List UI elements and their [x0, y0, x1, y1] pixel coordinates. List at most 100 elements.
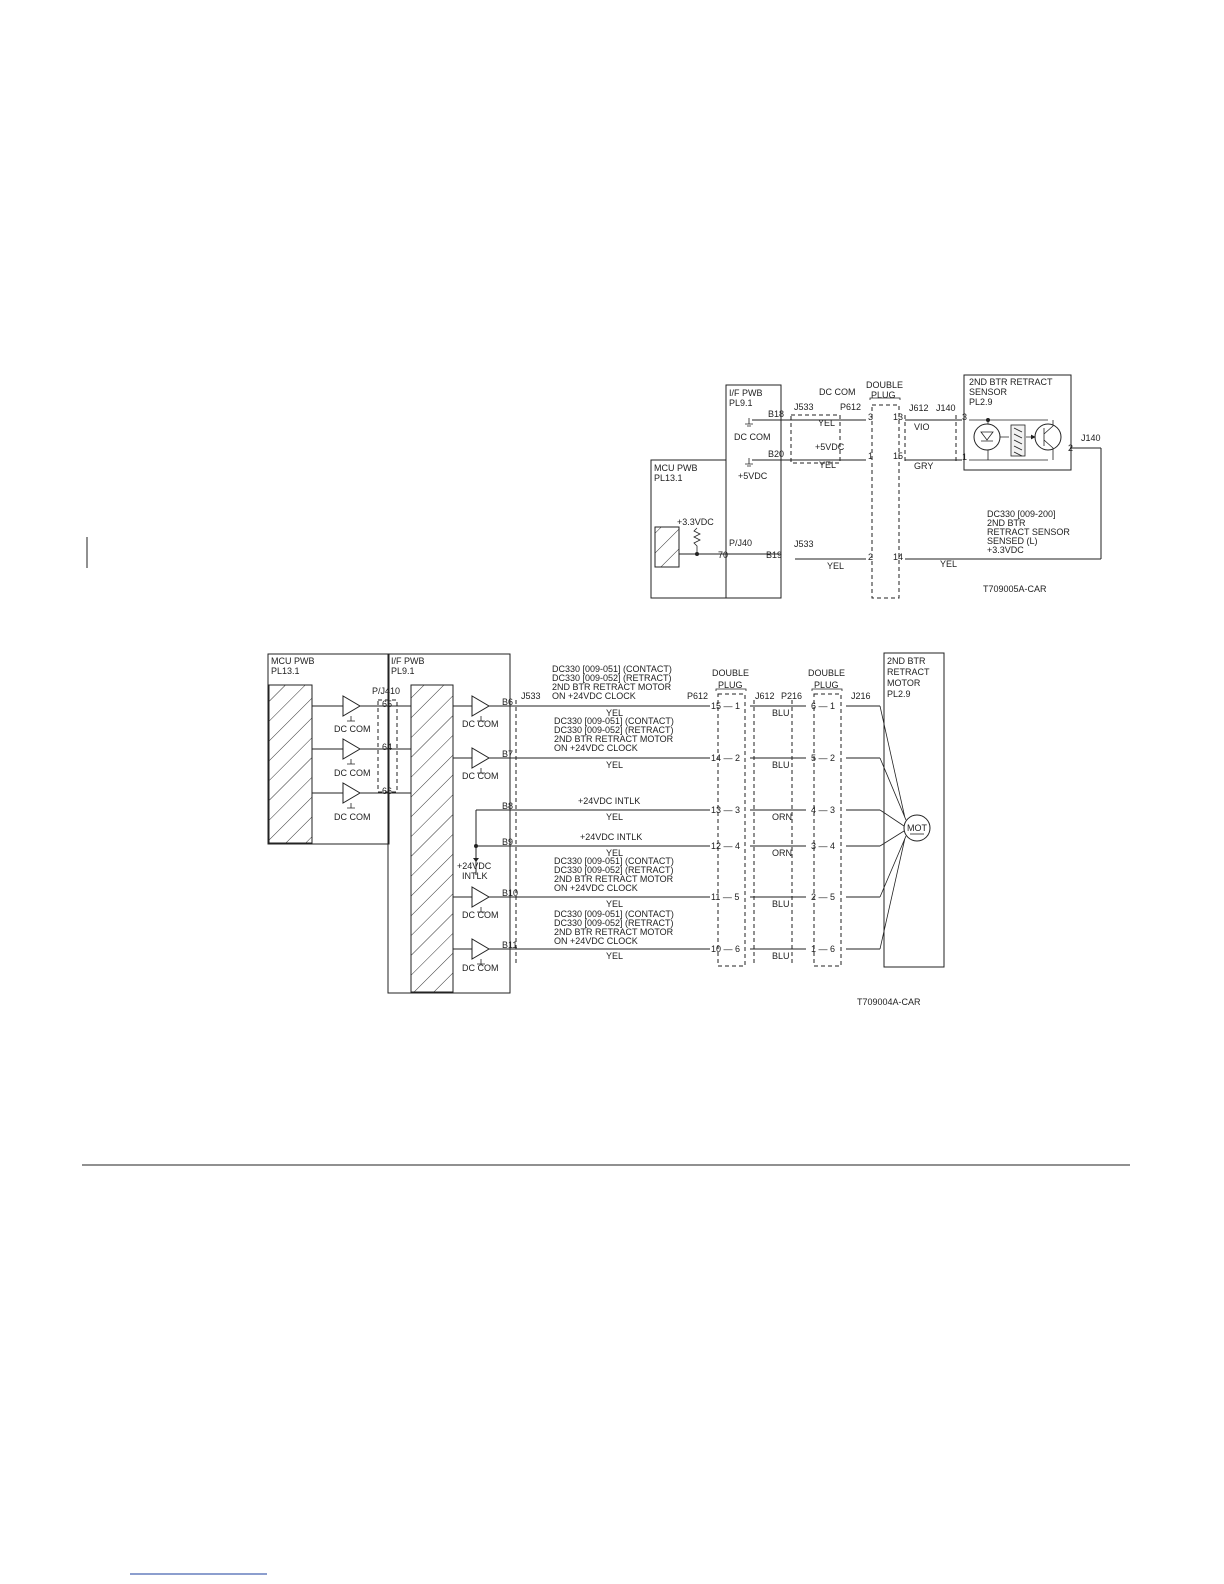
motor-symbol-label: MOT [907, 823, 927, 833]
motor-circuit-diagram: MCU PWB PL13.1 I/F PWB PL9.1 2ND BTR RET… [267, 652, 945, 1007]
wire-gry: GRY [914, 461, 933, 471]
pin-b18: B18 [768, 409, 784, 419]
signal-text: DC330 [009-051] (CONTACT) [554, 856, 674, 866]
signal-text: 2ND BTR RETRACT MOTOR [552, 682, 672, 692]
signal-block-b7: DC330 [009-051] (CONTACT) DC330 [009-052… [554, 716, 674, 753]
p612-pin: 15 — 1 [711, 701, 740, 711]
sensor-box [963, 374, 1072, 471]
if-pin-label: B11 [502, 940, 517, 950]
figure-id-2: T709004A-CAR [857, 997, 921, 1007]
if-driver-group [453, 695, 510, 965]
signal-text: ON +24VDC CLOCK [552, 691, 636, 701]
double-plug-label: DOUBLE [866, 380, 903, 390]
pj410-connector [377, 699, 398, 793]
j533-bottom-label: J533 [794, 539, 814, 549]
signal-text: 2ND BTR RETRACT MOTOR [554, 874, 674, 884]
plug-pin-right: 15 [893, 451, 903, 461]
signal-text: DC330 [009-051] (CONTACT) [554, 716, 674, 726]
p216-pin: 5 — 2 [811, 753, 835, 763]
wire-color-label: YEL [606, 812, 623, 822]
pin-b20: B20 [768, 449, 784, 459]
p216-pin: 6 — 1 [811, 701, 835, 711]
wire-color-label: YEL [606, 951, 623, 961]
plug-pin-left: 1 [868, 451, 873, 461]
wire-color-label: YEL [606, 760, 623, 770]
wire-color-label: ORN [772, 812, 792, 822]
dc-com-label: DC COM [334, 724, 371, 734]
pj40-label: P/J40 [729, 538, 752, 548]
phototransistor-symbol [1034, 423, 1062, 451]
mcu-pin: 66 [382, 786, 392, 796]
p216-pin: 3 — 4 [811, 841, 835, 851]
signal-text: ON +24VDC CLOCK [554, 936, 638, 946]
signal-text: ON +24VDC CLOCK [554, 883, 638, 893]
sensor-pin-3: 3 [962, 412, 967, 422]
double-plug-2 [813, 693, 842, 967]
intlk-signal: +24VDC INTLK [580, 832, 642, 842]
wire-color-label: BLU [772, 760, 790, 770]
wire-color-label: BLU [772, 899, 790, 909]
p216-label: P216 [781, 691, 802, 701]
plug-pin-right: 14 [893, 552, 903, 562]
mcu-ic-block [654, 526, 680, 568]
wire-yel-1: YEL [818, 418, 835, 428]
if-5vdc-label: +5VDC [738, 471, 768, 481]
dc-com-ground-symbol [745, 418, 753, 427]
signal-note-line: 2ND BTR [987, 518, 1026, 528]
signal-text: DC330 [009-051] (CONTACT) [552, 664, 672, 674]
signal-text: ON +24VDC CLOCK [554, 743, 638, 753]
signal-text: 2ND BTR RETRACT MOTOR [554, 927, 674, 937]
signal-block-b11: DC330 [009-051] (CONTACT) DC330 [009-052… [554, 909, 674, 946]
p612-pin: 14 — 2 [711, 753, 740, 763]
plug-pin-left: 3 [868, 412, 873, 422]
double-plug-2-label-2: PLUG [814, 680, 839, 690]
j140-top-label: J140 [936, 403, 956, 413]
mcu-pwb-box [650, 459, 727, 599]
if-pin-label: B9 [502, 837, 513, 847]
sensor-circuit-diagram: I/F PWB PL9.1 MCU PWB PL13.1 2ND BTR RET… [650, 374, 1102, 599]
wire-vio: VIO [914, 422, 930, 432]
signal-text: 2ND BTR RETRACT MOTOR [554, 734, 674, 744]
dc-com-label: DC COM [462, 771, 499, 781]
j533-label: J533 [521, 691, 541, 701]
j612-label: J612 [909, 403, 929, 413]
double-plug-1-label-2: PLUG [718, 680, 743, 690]
5vdc-ground-symbol [745, 458, 753, 467]
intlk-label-2: INTLK [462, 871, 488, 881]
j533-top-label: J533 [794, 402, 814, 412]
p612-label-2: P612 [687, 691, 708, 701]
p216-pin: 1 — 6 [811, 944, 835, 954]
p216-pin: 2 — 5 [811, 892, 835, 902]
j612-label-2: J612 [755, 691, 775, 701]
motor-label-2: RETRACT [887, 667, 930, 677]
dc-com-label: DC COM [462, 910, 499, 920]
double-plug-1 [717, 693, 746, 967]
signal-text: DC330 [009-052] (RETRACT) [554, 725, 674, 735]
wire-color-label: YEL [606, 708, 623, 718]
if-pin-label: B10 [502, 888, 518, 898]
wire-yel-2: YEL [819, 460, 836, 470]
if-pin-label: B6 [502, 697, 513, 707]
signal-text: DC330 [009-051] (CONTACT) [554, 909, 674, 919]
motor-leads [879, 705, 907, 950]
mcu-pwb-ref-2: PL13.1 [271, 666, 300, 676]
p612-label: P612 [840, 402, 861, 412]
sensor-pin-2: 2 [1068, 443, 1073, 453]
if-dc-com-label: DC COM [734, 432, 771, 442]
wire-yel-4: YEL [940, 559, 957, 569]
pj410-label: P/J410 [372, 686, 400, 696]
if-pwb-label-2: I/F PWB [391, 656, 425, 666]
if-pin-label: B7 [502, 749, 513, 759]
p216-pin: 4 — 3 [811, 805, 835, 815]
mcu-pwb-label: MCU PWB [654, 463, 698, 473]
mcu-pwb-ref: PL13.1 [654, 473, 683, 483]
plug-pin-left: 2 [868, 552, 873, 562]
p612-pin: 11 — 5 [711, 892, 739, 902]
dc-com-label: DC COM [334, 768, 371, 778]
if-pwb-ref-2: PL9.1 [391, 666, 415, 676]
dc-com-label: DC COM [462, 719, 499, 729]
signal-note-line: SENSED (L) [987, 536, 1038, 546]
if-ic-block [410, 684, 454, 993]
j216-label: J216 [851, 691, 871, 701]
signal-block-top: DC330 [009-051] (CONTACT) DC330 [009-052… [552, 664, 672, 701]
